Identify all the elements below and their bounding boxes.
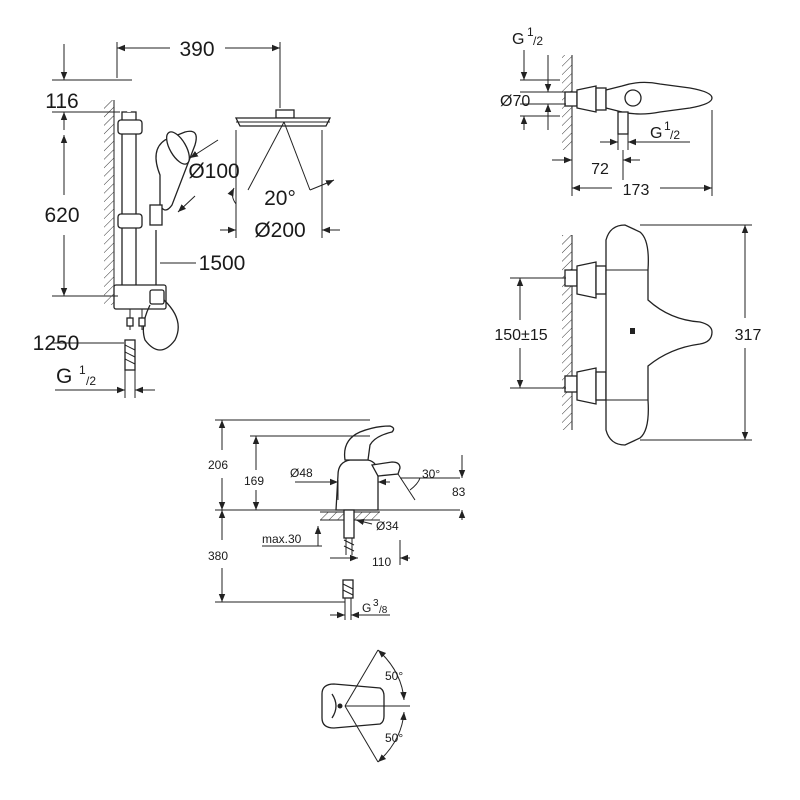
dim-620: 620 (44, 204, 79, 227)
thermostat-top-view: G 1 /2 Ø70 G 1 /2 72 173 (500, 25, 713, 199)
outlet-thread-sup: 1 (664, 119, 671, 133)
outlet-thread-g: G (650, 125, 662, 142)
dim-thread-g: G (56, 365, 72, 388)
dim-thread-sub: /2 (86, 374, 96, 388)
mixer-thread-g: G (362, 601, 371, 615)
lever-angle-lower: 50° (385, 731, 403, 745)
mixer-thread-sub: /8 (379, 605, 388, 616)
shower-rail (121, 111, 137, 293)
rail-bracket-top (117, 119, 143, 135)
top-thread-g: G (512, 31, 524, 48)
dim-centres: 150±15 (494, 327, 547, 344)
head-shower (234, 109, 332, 127)
lever-top-view: 50° 50° (321, 649, 410, 763)
dim-spout-83: 83 (452, 485, 466, 499)
dim-head-dia: Ø200 (254, 219, 305, 242)
dim-hole-dia: Ø34 (376, 519, 399, 533)
dim-handshower-dia: Ø100 (188, 160, 239, 183)
top-thread-sub: /2 (533, 34, 543, 48)
dim-deck-max: max.30 (262, 532, 302, 546)
dim-169: 169 (244, 474, 264, 488)
lever-angle-upper: 50° (385, 669, 403, 683)
rosette-dia: Ø70 (500, 93, 530, 110)
dim-72: 72 (591, 161, 609, 178)
dim-head-angle: 20° (264, 187, 296, 210)
top-thread-sup: 1 (527, 25, 534, 39)
dim-spout-angle: 30° (422, 467, 440, 481)
thermostat-front-view: 150±15 317 (494, 224, 762, 446)
outlet-thread-sub: /2 (670, 128, 680, 142)
dim-hose-1500: 1500 (199, 252, 246, 275)
shower-system-drawing: 390 116 620 Ø100 20° Ø200 1500 1250 (33, 38, 340, 398)
dim-thread-sup: 1 (79, 363, 86, 377)
dim-173: 173 (623, 182, 650, 199)
dim-317: 317 (735, 327, 762, 344)
shower-wall (104, 100, 115, 305)
basin-mixer-drawing: 206 169 Ø48 30° 83 Ø34 max.30 110 (208, 419, 466, 620)
mixer-thread-sup: 3 (373, 598, 379, 609)
hand-shower (149, 130, 197, 226)
dim-1250: 1250 (33, 332, 80, 355)
dim-206: 206 (208, 458, 228, 472)
rail-bracket-mid (117, 213, 143, 229)
dim-body-dia: Ø48 (290, 466, 313, 480)
dim-390: 390 (179, 38, 214, 61)
dim-projection-110: 110 (372, 555, 391, 569)
dim-hose-380: 380 (208, 549, 228, 563)
dim-116: 116 (45, 90, 78, 113)
